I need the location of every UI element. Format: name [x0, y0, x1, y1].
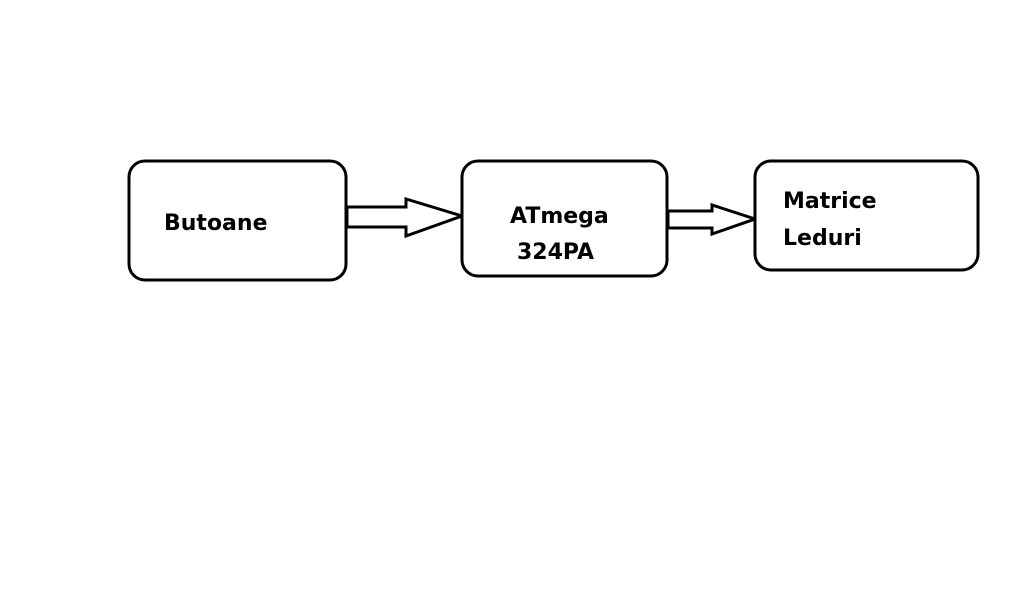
node-label-matrice-line-1: Matrice — [783, 189, 877, 214]
arrow-butoane-to-atmega — [345, 196, 467, 239]
node-label-butoane-line-1: Butoane — [164, 211, 268, 236]
node-label-atmega-line-1: ATmega — [510, 204, 609, 229]
node-atmega: ATmega 324PA — [460, 159, 669, 278]
node-label-atmega-line-2: 324PA — [517, 240, 594, 265]
node-butoane: Butoane — [127, 159, 348, 282]
arrow-atmega-to-matrice — [666, 202, 760, 237]
node-label-matrice-line-2: Leduri — [783, 226, 862, 251]
node-matrice: Matrice Leduri — [753, 159, 980, 272]
node-box-matrice — [753, 159, 980, 272]
